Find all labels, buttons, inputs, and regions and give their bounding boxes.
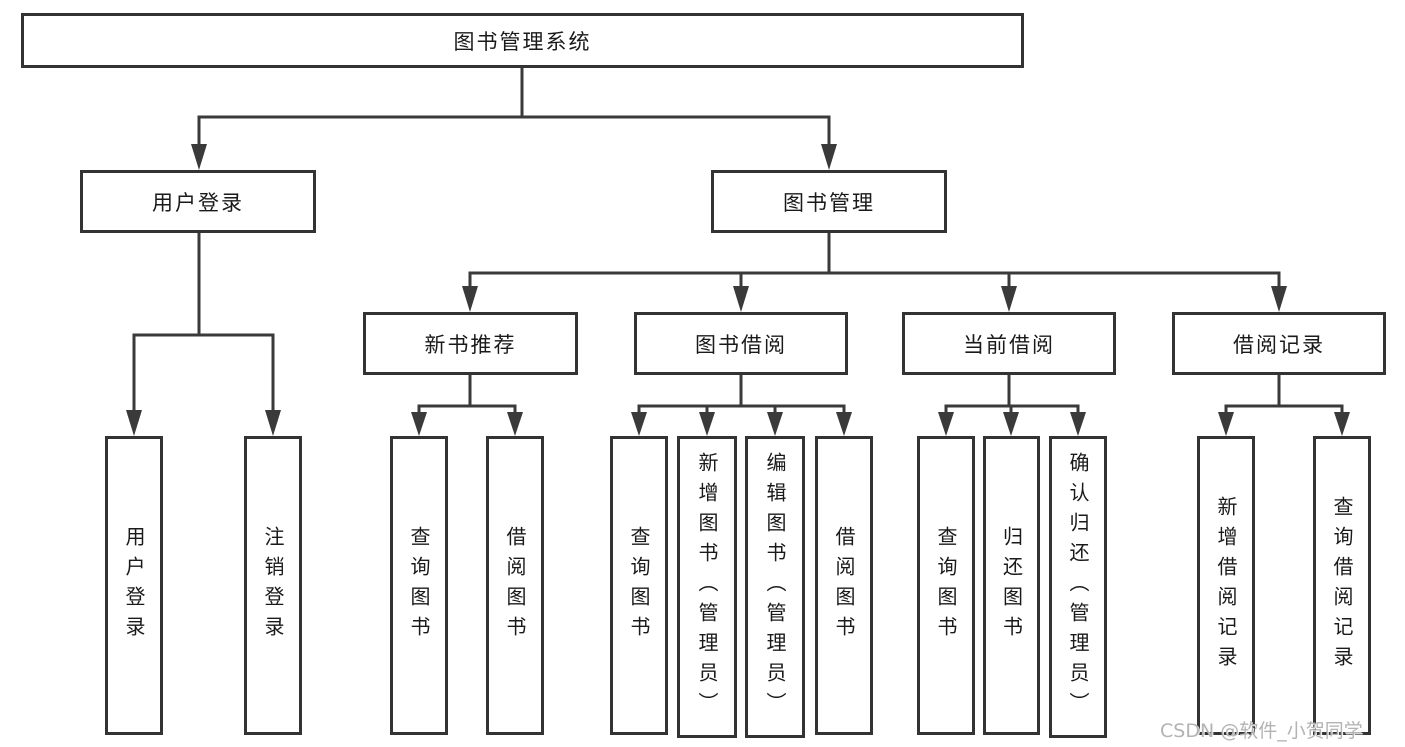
node-label: 查询图书	[407, 525, 431, 646]
node-return-books: 归还图书	[983, 436, 1040, 735]
watermark: CSDN @软件_小贺同学	[1160, 720, 1363, 742]
node-borrowing-records: 借阅记录	[1172, 312, 1386, 375]
connector-borrow-records-to-children	[1218, 373, 1350, 436]
node-label: 借阅记录	[1233, 332, 1325, 357]
node-label: 查询图书	[627, 525, 651, 646]
node-book-management: 图书管理	[711, 170, 947, 233]
node-query-books-current: 查询图书	[917, 436, 975, 735]
node-user-login: 用户登录	[80, 170, 316, 233]
node-label: 编辑图书（管理员）	[763, 452, 787, 722]
node-label: 借阅图书	[832, 525, 856, 646]
node-user-login-leaf: 用户登录	[105, 436, 163, 735]
connector-root-to-level2	[191, 67, 837, 170]
node-label: 查询借阅记录	[1330, 495, 1354, 676]
node-current-borrowing: 当前借阅	[902, 312, 1116, 375]
node-confirm-return-admin: 确认归还（管理员）	[1049, 436, 1107, 738]
connector-user-login-to-children	[126, 231, 281, 436]
node-label: 用户登录	[122, 525, 146, 646]
node-borrow-books-recommend: 借阅图书	[486, 436, 544, 735]
node-label: 归还图书	[999, 525, 1024, 646]
node-label: 当前借阅	[963, 332, 1055, 357]
node-logout: 注销登录	[244, 436, 302, 735]
node-label: 注销登录	[261, 525, 285, 646]
node-label: 新增图书（管理员）	[695, 452, 719, 722]
node-add-books-admin: 新增图书（管理员）	[677, 436, 737, 738]
node-label: 新增借阅记录	[1214, 495, 1238, 676]
node-label: 图书借阅	[695, 332, 787, 357]
connector-new-book-recommend-to-children	[411, 373, 523, 436]
node-label: 确认归还（管理员）	[1066, 452, 1090, 722]
connector-current-borrow-to-children	[938, 373, 1086, 436]
node-query-borrow-record: 查询借阅记录	[1313, 436, 1371, 735]
node-library-management-system: 图书管理系统	[21, 13, 1024, 68]
node-query-books-recommend: 查询图书	[390, 436, 448, 735]
node-label: 新书推荐	[424, 332, 517, 357]
node-add-borrow-record: 新增借阅记录	[1197, 436, 1255, 735]
node-label: 借阅图书	[503, 525, 527, 646]
node-new-book-recommendation: 新书推荐	[363, 312, 578, 375]
node-edit-books-admin: 编辑图书（管理员）	[745, 436, 805, 738]
node-label: 用户登录	[152, 190, 244, 215]
connector-book-management-to-level3	[462, 231, 1287, 312]
node-label: 图书管理	[783, 190, 875, 215]
node-label: 图书管理系统	[453, 29, 592, 54]
node-book-borrowing: 图书借阅	[634, 312, 848, 375]
node-query-books-borrowing: 查询图书	[610, 436, 668, 735]
node-label: 查询图书	[934, 525, 958, 646]
node-borrow-books-borrowing: 借阅图书	[815, 436, 873, 735]
connector-book-borrow-to-children	[631, 373, 852, 436]
